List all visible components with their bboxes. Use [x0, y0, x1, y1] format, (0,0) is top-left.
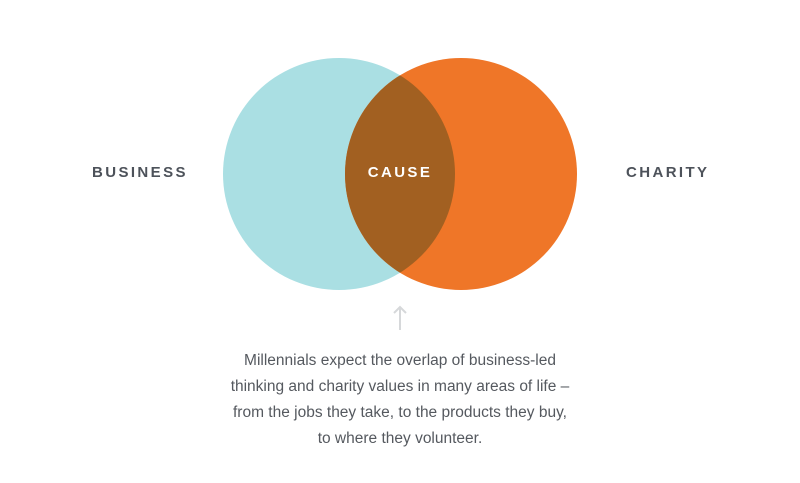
caption: Millennials expect the overlap of busine… [200, 348, 600, 452]
caption-line: thinking and charity values in many area… [230, 378, 570, 395]
caption-line: Millennials expect the overlap of busine… [244, 352, 556, 369]
caption-line: to where they volunteer. [317, 430, 483, 447]
cause-overlap [345, 58, 455, 290]
business-label: BUSINESS [92, 164, 188, 181]
caption-line: from the jobs they take, to the products… [232, 404, 567, 421]
cause-label: CAUSE [367, 164, 433, 181]
up-arrow-icon [393, 305, 407, 330]
charity-label: CHARITY [626, 164, 710, 181]
